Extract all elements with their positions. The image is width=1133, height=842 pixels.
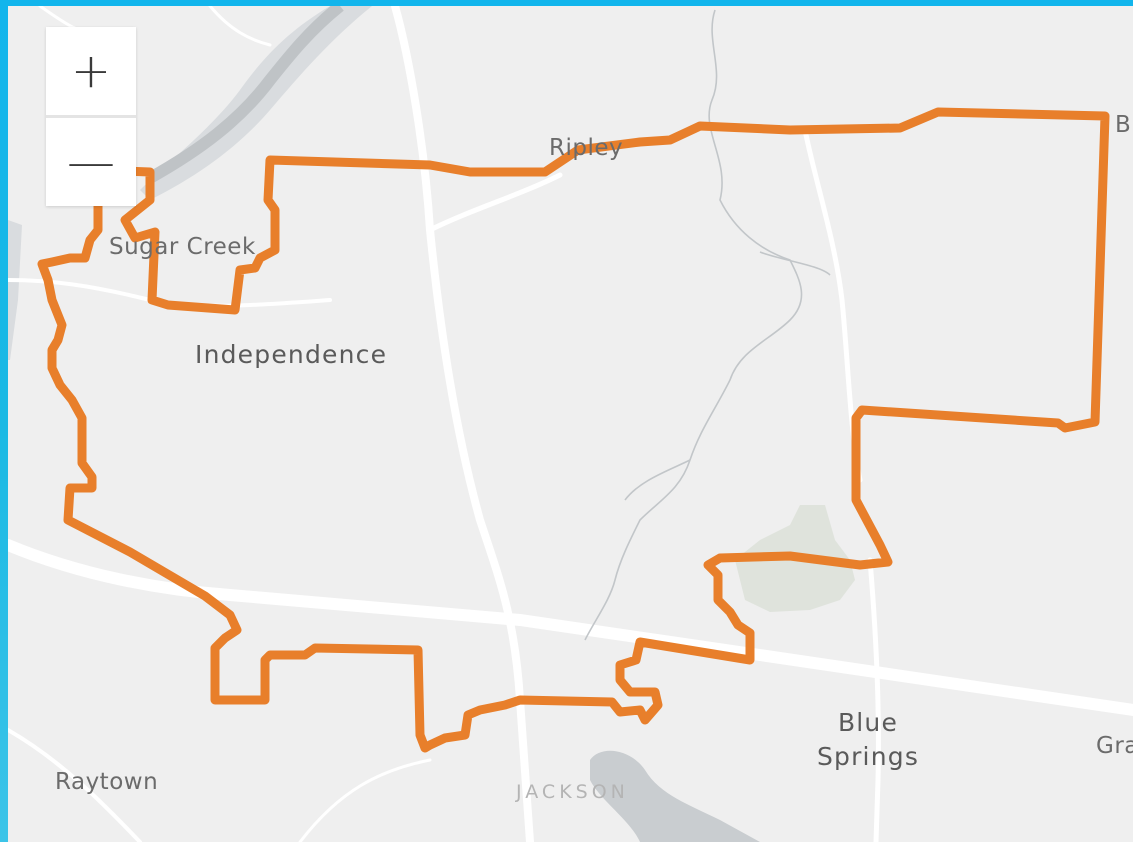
road-south — [298, 758, 432, 842]
creek-3 — [624, 459, 691, 501]
zoom-control: + — — [46, 27, 136, 206]
place-label-ripley: Ripley — [549, 135, 624, 161]
zoom-out-button[interactable]: — — [67, 134, 115, 190]
place-label-sugar-creek: Sugar Creek — [109, 234, 256, 260]
place-label-springs: Springs — [816, 742, 920, 771]
highway-i70 — [8, 539, 1133, 716]
zoom-divider — [46, 115, 136, 118]
county-label-jackson: JACKSON — [516, 781, 629, 803]
road-blue-springs — [867, 557, 881, 842]
district-boundary — [37, 107, 1110, 753]
road-r1 — [208, 6, 272, 47]
place-label-independence: Independence — [195, 340, 388, 369]
place-label-buckner: B — [1115, 112, 1132, 138]
road-sw — [8, 728, 142, 842]
river-left — [8, 220, 22, 360]
lake — [590, 750, 760, 842]
zoom-in-button[interactable]: + — [70, 43, 112, 99]
place-label-blue: Blue — [837, 708, 899, 737]
place-label-raytown: Raytown — [55, 769, 159, 795]
place-label-grain-valley: Gra — [1096, 733, 1133, 759]
road-north — [391, 6, 534, 842]
highway-gray — [147, 6, 344, 184]
place-label-blue-springs: Blue Springs — [808, 706, 928, 774]
creek-2 — [759, 251, 831, 276]
road-northeast — [427, 172, 563, 233]
creek-1 — [584, 9, 803, 641]
map-canvas[interactable]: Sugar Creek Independence Ripley Blue Spr… — [8, 6, 1133, 842]
map-layer — [8, 6, 1133, 842]
